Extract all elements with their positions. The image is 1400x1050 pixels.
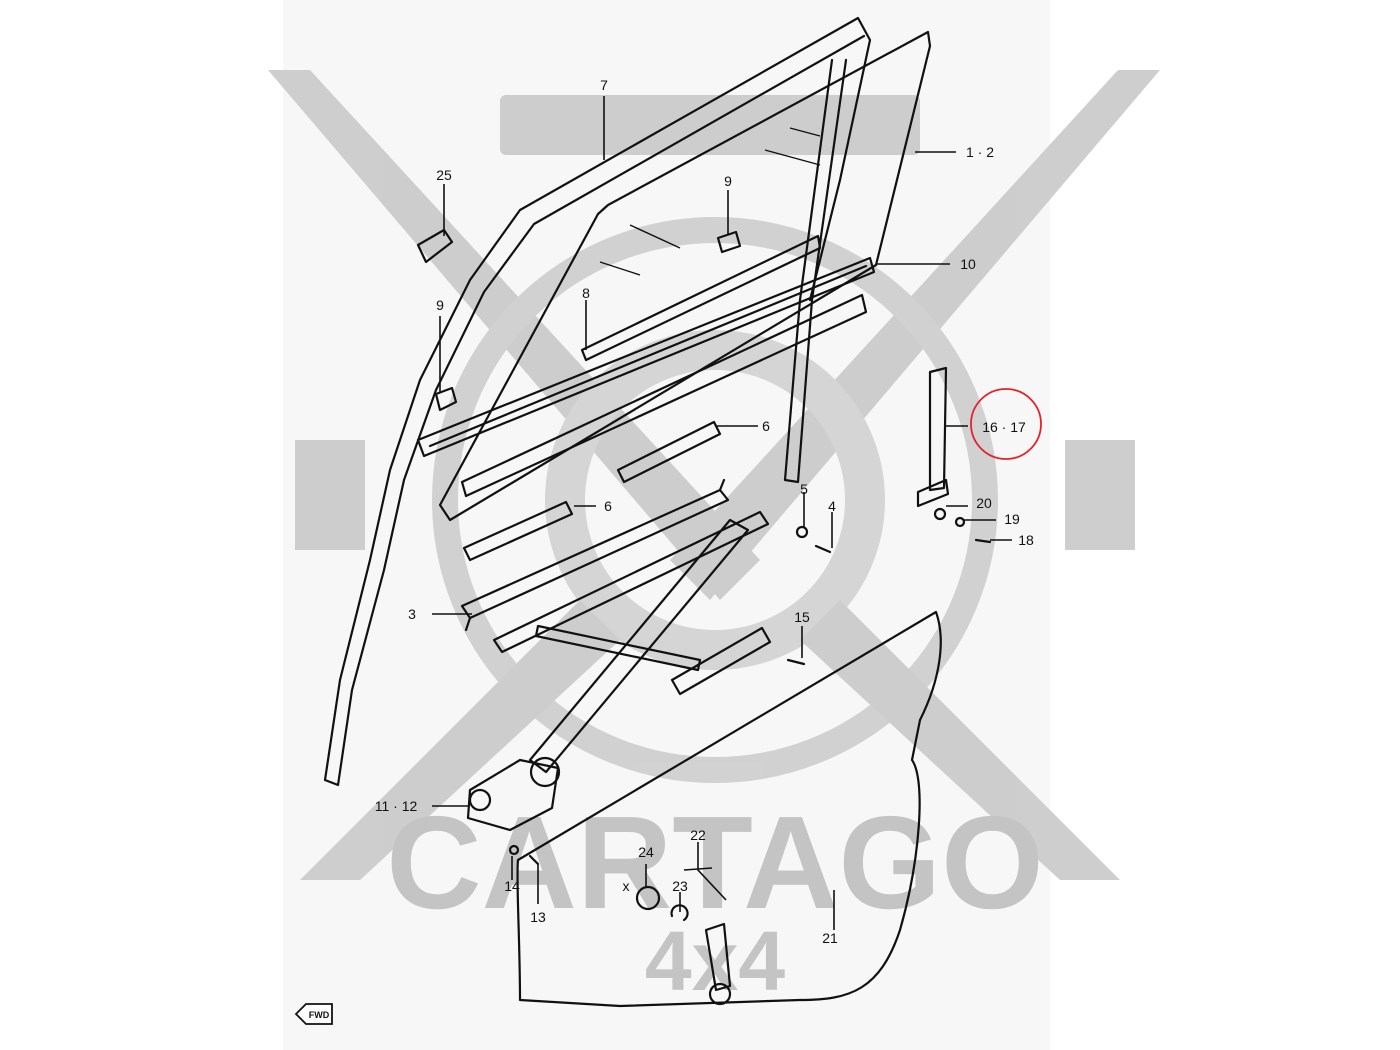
regulator-arm-cross [534,624,702,672]
regulator-gear [529,756,561,788]
door-glass [438,30,932,522]
regulator-rail [492,510,770,654]
clip-25 [416,228,454,264]
callout-23: 23 [672,878,688,894]
callout-13: 13 [530,909,546,925]
forward-arrow-icon: FWD [294,1003,333,1025]
outer-weatherstrip [416,256,876,458]
nut-19 [954,516,966,528]
nut-14 [508,844,520,856]
callout-24: 24 [638,844,654,860]
callout-14: 14 [504,878,520,894]
callout-19: 19 [1004,511,1020,527]
callout-16-17: 16 · 17 [982,419,1026,435]
door-sash-frame [323,16,872,787]
washer-20 [933,507,947,521]
glass-reflection-lines [599,127,821,276]
glass-run-channel [580,234,822,362]
bolt-18 [974,538,992,544]
callout-9-upper: 9 [724,173,732,189]
watermark-subbrand: 4x4 [645,914,785,1008]
regulator-spindle [468,788,492,812]
clip-9-upper [716,230,742,254]
handle-washer-24 [635,885,661,911]
callout-1-2: 1 · 2 [966,144,994,160]
callout-4: 4 [828,498,836,514]
highlight-circle [970,388,1042,460]
callout-20: 20 [976,495,992,511]
callout-21: 21 [822,930,838,946]
callout-8: 8 [582,285,590,301]
callout-6-lower: 6 [604,498,612,514]
spacer-6-lower [462,500,574,562]
watermark-brand: CARTAGO [386,789,1044,936]
spacer-6-upper [616,420,722,484]
callout-15: 15 [794,609,810,625]
callout-6-upper: 6 [762,418,770,434]
callout-3: 3 [408,606,416,622]
screw-13 [528,854,540,866]
callout-10: 10 [960,256,976,272]
inner-weatherstrip [460,293,868,498]
callout-11-12: 11 · 12 [375,798,418,814]
callout-9-lower: 9 [436,297,444,313]
leader-lines [432,96,1012,930]
center-pillar-channel [783,58,848,484]
clip-9-lower [434,386,458,412]
window-handle [704,922,732,992]
rear-glass-guide [916,366,950,508]
bolt-15 [786,658,806,666]
callout-7: 7 [600,77,608,93]
forward-arrow-label: FWD [309,1010,330,1020]
window-handle-knob [708,982,732,1006]
regulator-gear-plate [466,758,560,832]
callout-18: 18 [1018,532,1034,548]
regulator-lower-bracket [670,626,772,696]
callout-25: 25 [436,167,452,183]
handle-clip-23 [670,904,689,922]
nut-5 [795,525,809,539]
callout-22: 22 [690,827,706,843]
bolt-4 [814,544,832,554]
callout-5: 5 [800,481,808,497]
regulator-arm-main [528,518,750,774]
door-trim-panel [516,610,942,1008]
callout-x: x [623,878,630,894]
watermark-logo [268,70,1160,880]
